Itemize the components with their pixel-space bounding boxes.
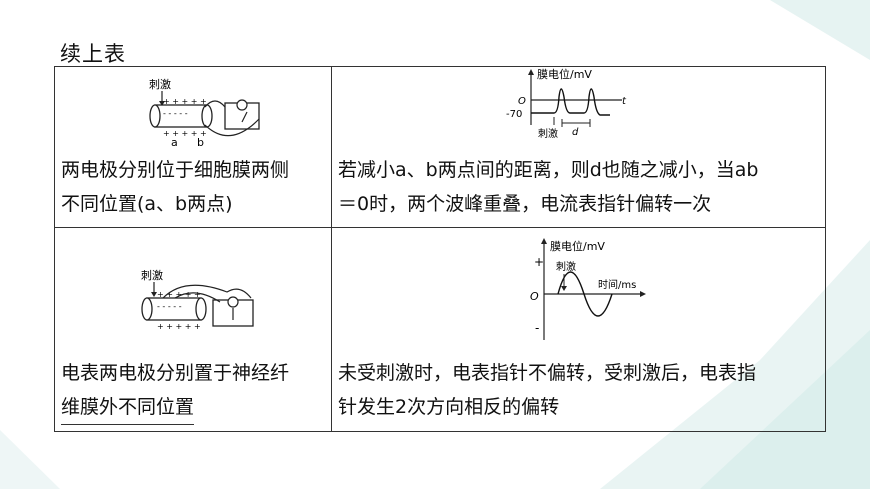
graph2-plus: +	[534, 255, 544, 269]
table-caption: 续上表	[60, 42, 126, 66]
minus-row-2: - - - - -	[157, 302, 182, 311]
graph1-ylabel: 膜电位/mV	[537, 67, 592, 81]
plus-row-top: + + + + +	[163, 97, 207, 106]
row2-left-line1: 电表两电极分别置于神经纤	[61, 362, 290, 384]
table-row: 刺激 + + + + + - - - - - + + + + + a b	[54, 66, 826, 228]
row1-left-cell: 刺激 + + + + + - - - - - + + + + + a b	[54, 66, 332, 228]
membrane-potential-graph-1: 膜电位/mV O -70 t 刺激 d	[506, 67, 627, 140]
row1-right-line2: ＝0时，两个波峰重叠，电流表指针偏转一次	[338, 193, 712, 215]
stim-label: 刺激	[149, 77, 171, 91]
row1-right-line1: 若减小a、b两点间的距离，则d也随之减小，当ab	[338, 159, 759, 181]
stim-label-2: 刺激	[141, 268, 163, 282]
row1-left-line2: 不同位置(a、b两点)	[61, 193, 233, 215]
row1-left-line1: 两电极分别位于细胞膜两侧	[61, 159, 290, 181]
graph2-xlabel: 时间/ms	[598, 278, 636, 291]
graph2-ylabel: 膜电位/mV	[550, 239, 605, 253]
minus-row: - - - - -	[163, 109, 188, 118]
graph1-t-label: t	[622, 96, 627, 107]
point-b-label: b	[197, 136, 204, 149]
row1-right-cell: 膜电位/mV O -70 t 刺激 d 若减小a、b两点间的距	[331, 66, 826, 228]
row2-right-line1: 未受刺激时，电表指针不偏转，受刺激后，电表指	[338, 362, 757, 384]
row2-left-cell: 刺激 + + + + + - - - - - + + + + +	[54, 227, 332, 432]
table-row: 刺激 + + + + + - - - - - + + + + +	[54, 227, 826, 432]
graph1-origin: O	[518, 96, 526, 107]
graph1-d-label: d	[572, 127, 579, 138]
comparison-table: 刺激 + + + + + - - - - - + + + + + a b	[54, 66, 826, 432]
graph2-origin: O	[530, 290, 539, 303]
electrode-outside-membrane-figure: 刺激 + + + + + - - - - - + + + + +	[141, 268, 254, 331]
graph1-trace	[531, 88, 610, 116]
point-a-label: a	[171, 136, 178, 149]
graph1-stim-label: 刺激	[538, 127, 558, 140]
graph2-stim-label: 刺激	[556, 260, 576, 273]
plus-row-bottom: + + + + +	[163, 129, 207, 138]
row2-left-line2: 维膜外不同位置	[61, 390, 195, 425]
membrane-potential-graph-2: 膜电位/mV + - O 刺激 时间/ms	[530, 238, 646, 340]
row2-right-cell: 膜电位/mV + - O 刺激 时间/ms 未受刺激时，电表指针不偏转，受刺激后…	[331, 227, 826, 432]
graph1-neg-value: -70	[506, 109, 522, 120]
electrode-across-membrane-figure: 刺激 + + + + + - - - - - + + + + + a b	[149, 77, 260, 149]
plus-row-top-2: + + + + +	[157, 290, 201, 299]
plus-row-bottom-2: + + + + +	[157, 322, 201, 331]
row2-right-line2: 针发生2次方向相反的偏转	[338, 396, 560, 418]
graph2-trace	[557, 271, 613, 317]
graph2-minus: -	[535, 321, 539, 335]
